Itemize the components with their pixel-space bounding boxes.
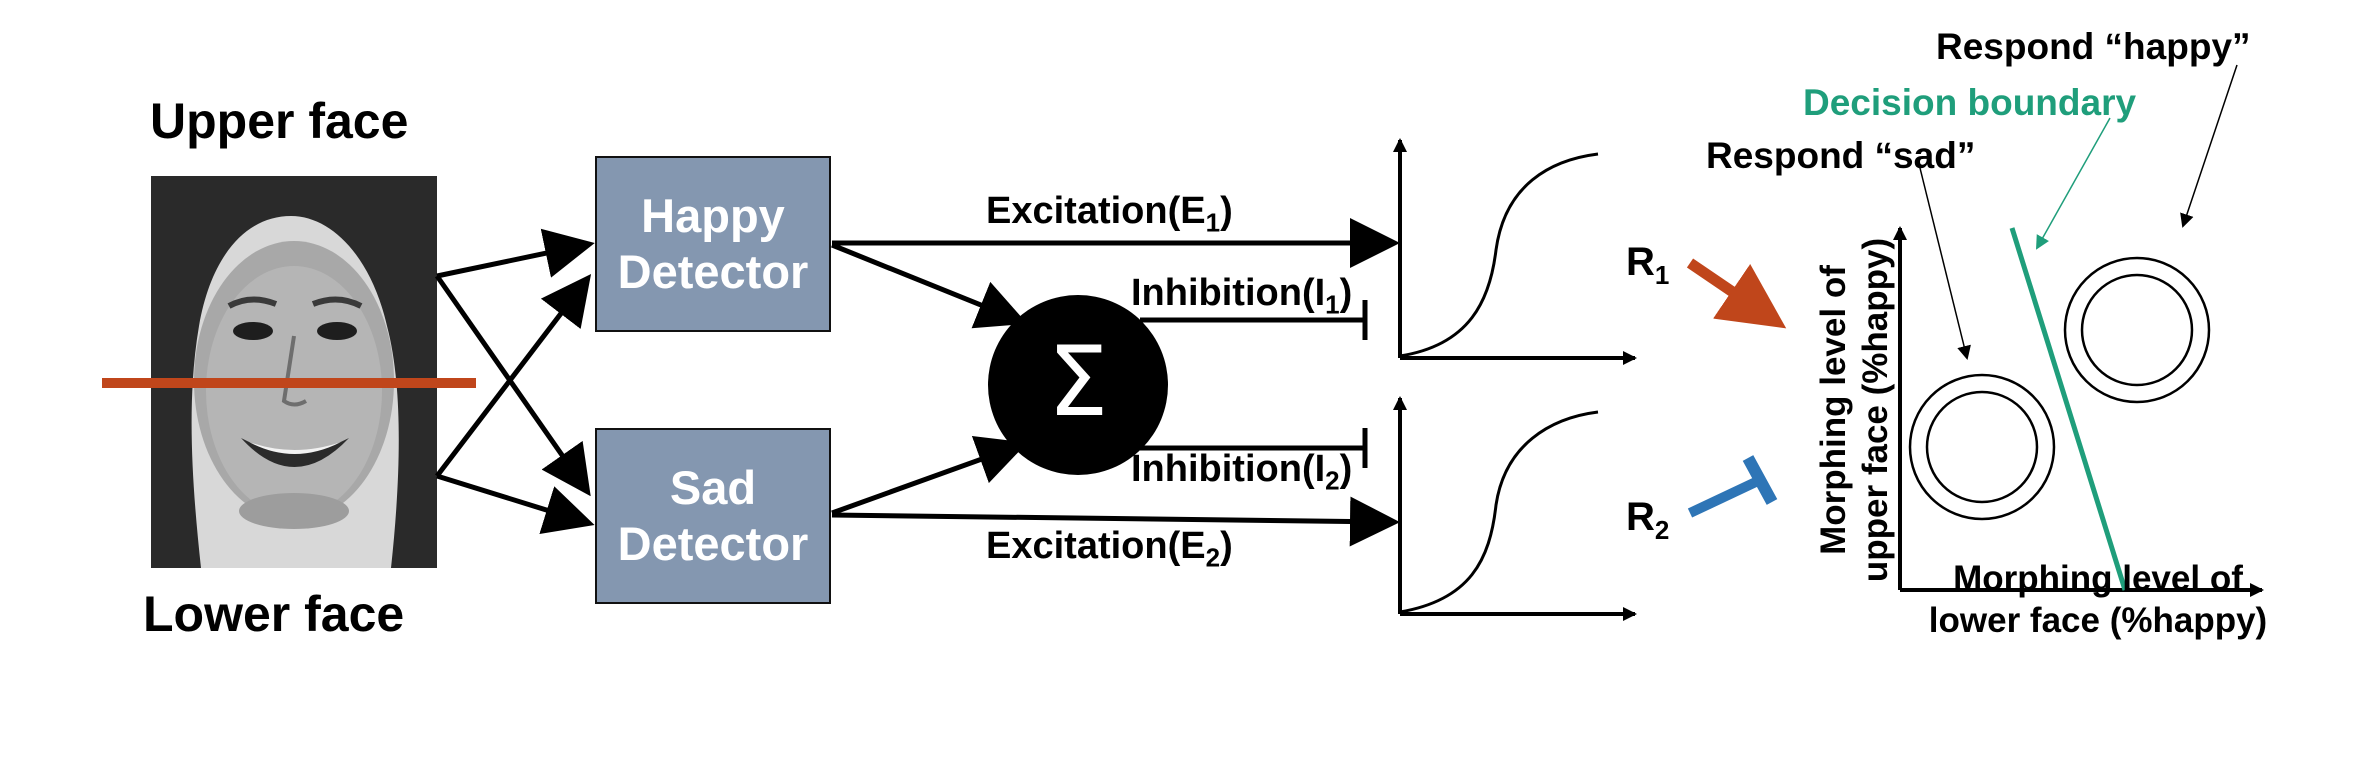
sad-detector-line1: Sad: [669, 461, 757, 514]
decision-boundary-pointer: [2036, 117, 2111, 250]
r1-arrow: [1686, 258, 1787, 329]
decision-x-label: Morphing level of lower face (%happy): [1928, 559, 2268, 640]
respond-happy-label: Respond “happy”: [1936, 26, 2251, 67]
summation-node: [988, 295, 1168, 475]
excitation-2-arrow: [831, 496, 1400, 547]
respond-happy-pointer: [2180, 64, 2238, 228]
sad-to-sum-arrow: [831, 436, 1028, 516]
lower-to-happy-arrow: [435, 274, 592, 478]
sigmoid-2-curve: [1399, 410, 1599, 614]
sigmoid-1-curve: [1399, 152, 1599, 358]
decision-boundary-label: Decision boundary: [1803, 82, 2137, 123]
r2-label: R2: [1626, 495, 1670, 545]
decision-y-label: Morphing level of upper face (%happy): [1814, 237, 1895, 583]
decision-boundary-line: [2009, 227, 2128, 591]
happy-cluster-inner: [2080, 273, 2194, 387]
happy-detector-line1: Happy: [641, 189, 785, 242]
upper-face-label: Upper face: [150, 93, 409, 149]
happy-cluster-outer: [2063, 256, 2211, 404]
lower-to-sad-arrow: [436, 473, 595, 535]
happy-detector: Happy Detector: [595, 156, 831, 332]
r2-inhibit-line: [1687, 475, 1763, 518]
inhibition-2-label: Inhibition(I2): [1131, 448, 1353, 496]
sad-cluster-outer: [1908, 373, 2056, 521]
happy-to-sum-arrow: [831, 242, 1028, 329]
r1-label: R1: [1626, 240, 1670, 290]
inhibition-1-label: Inhibition(I1): [1131, 272, 1353, 320]
lower-face-label: Lower face: [143, 586, 405, 642]
happy-detector-line2: Detector: [617, 245, 809, 298]
respond-sad-label: Respond “sad”: [1706, 135, 1976, 176]
respond-sad-pointer: [1919, 167, 1971, 360]
sad-detector-line2: Detector: [617, 517, 809, 570]
r2-inhibit-bar: [1742, 455, 1778, 505]
summation-symbol: Σ: [1047, 326, 1109, 438]
excitation-2-label: Excitation(E2): [986, 525, 1233, 573]
excitation-1-label: Excitation(E1): [986, 190, 1233, 238]
upper-to-happy-arrow: [436, 228, 595, 279]
sad-detector: Sad Detector: [595, 428, 831, 604]
sad-cluster-inner: [1925, 390, 2039, 504]
